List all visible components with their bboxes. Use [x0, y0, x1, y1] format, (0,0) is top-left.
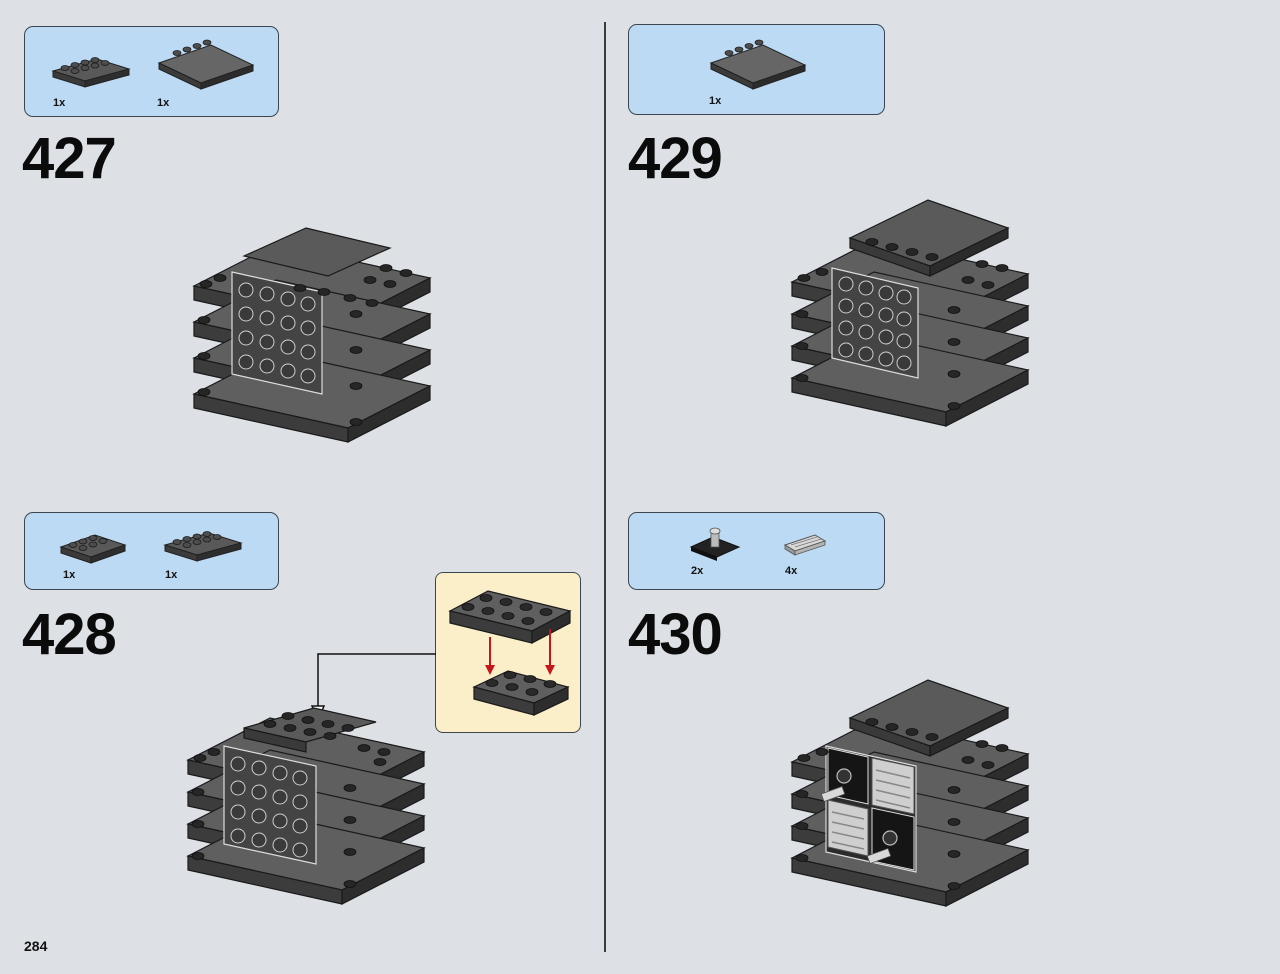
step-number: 428: [22, 602, 117, 667]
model-illustration-430: [790, 679, 1030, 907]
model-illustration-429: [790, 199, 1030, 427]
parts-box-428: 1x 1x: [24, 512, 279, 590]
plate-2x3-icon: [59, 534, 127, 564]
sub-assembly-illustration: [448, 590, 572, 716]
page-number: 284: [24, 938, 48, 954]
part-qty: 1x: [63, 569, 76, 581]
model-illustration-427: [192, 227, 432, 443]
parts-box-430: 2x 4x: [628, 512, 885, 590]
model-illustration-428: [186, 707, 426, 905]
parts-box-427: 1x 1x: [24, 26, 279, 117]
part-qty: 1x: [709, 95, 722, 107]
part-qty: 1x: [165, 569, 178, 581]
sub-assembly-callout: [435, 572, 581, 733]
column-divider: [604, 22, 606, 952]
grille-tile-icon: [783, 534, 827, 556]
step-number: 430: [628, 602, 723, 667]
plate-2x2-with-bar-icon: [689, 527, 741, 561]
step-number: 427: [22, 126, 117, 191]
part-qty: 1x: [53, 97, 66, 109]
tile-4x4-icon: [157, 39, 255, 90]
step-number: 429: [628, 126, 723, 191]
parts-box-429: 1x: [628, 24, 885, 115]
plate-2x4-icon: [163, 531, 243, 562]
part-qty: 4x: [785, 565, 798, 577]
plate-2x4-icon: [51, 57, 131, 88]
tile-4x4-icon: [709, 39, 807, 90]
part-qty: 2x: [691, 565, 704, 577]
part-qty: 1x: [157, 97, 170, 109]
